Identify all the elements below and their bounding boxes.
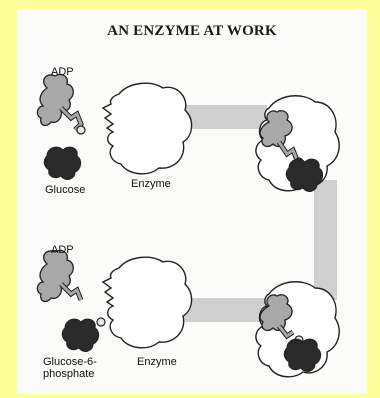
glucose-6-phosphate-bottom-left (62, 319, 98, 351)
label-enzyme-top: Enzyme (131, 178, 171, 190)
label-adp-bottom: ADP (51, 244, 74, 256)
adp-molecule-top-left (37, 74, 85, 134)
enzyme-top-left (103, 83, 192, 174)
enzyme-bottom-left (103, 257, 192, 348)
phosphate-bottom-left (97, 318, 105, 326)
label-enzyme-bottom: Enzyme (137, 356, 177, 368)
glucose-molecule-top-left (44, 147, 80, 179)
diagram-panel: AN ENZYME AT WORK (17, 10, 367, 394)
label-adp-top: ADP (51, 66, 74, 78)
adp-molecule-bottom-left (37, 250, 81, 301)
glucose-molecule-top-right (286, 159, 322, 191)
label-glucose-6-phosphate-line1: Glucose-6- (43, 356, 97, 368)
label-glucose-6-phosphate-line2: phosphate (43, 368, 94, 380)
glucose-6-phosphate-bottom-right (284, 339, 320, 371)
label-glucose: Glucose (45, 184, 85, 196)
